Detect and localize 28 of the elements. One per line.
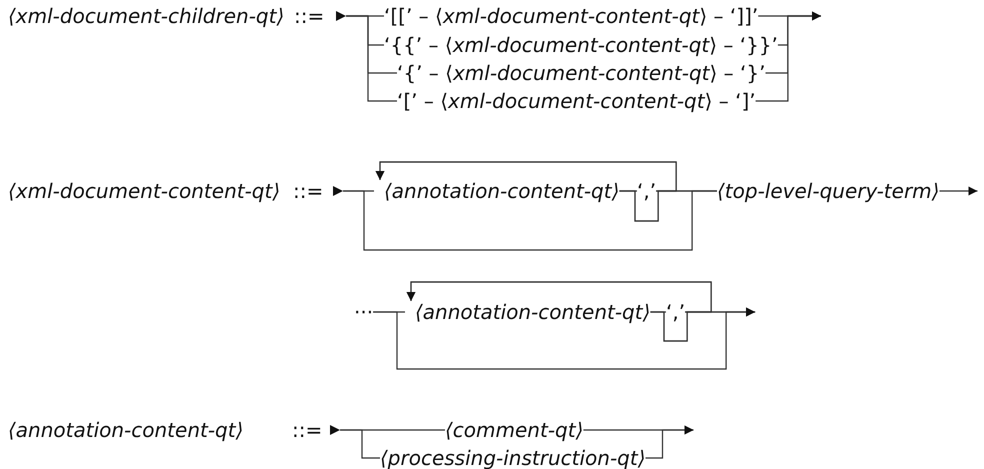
definition-symbol: ::= [293,180,324,202]
connector-line [346,15,397,102]
definition-symbol: ::= [294,5,324,27]
connector-line [940,186,978,196]
rule-name: ⟨xml-document-content-qt⟩ [8,180,280,202]
connector-line [376,161,677,222]
syntax-sequence: ‘[[’ – ⟨xml-document-content-qt⟩ – ‘]]’ [384,5,758,27]
connector-line [756,12,821,102]
nonterminal-symbol: ⟨processing-instruction-qt⟩ [380,447,646,469]
syntax-sequence: ‘[’ – ⟨xml-document-content-qt⟩ – ‘]’ [397,90,756,112]
nonterminal-symbol: ⟨top-level-query-term⟩ [717,180,940,202]
syntax-sequence: ‘{{’ – ⟨xml-document-content-qt⟩ – ‘}}’ [384,34,778,56]
nonterminal-symbol: ⟨comment-qt⟩ [445,419,584,441]
nonterminal-symbol: ⟨annotation-content-qt⟩ [374,180,620,202]
terminal-symbol: ‘,’ [666,301,686,323]
start-marker [333,186,343,196]
terminal-symbol: ‘,’ [637,180,656,202]
start-marker [336,11,346,21]
start-marker [330,425,340,435]
connector-line [646,426,694,459]
nonterminal-symbol: ⟨annotation-content-qt⟩ [405,301,650,323]
connector-line [406,281,712,342]
syntax-sequence: ‘{’ – ⟨xml-document-content-qt⟩ – ‘}’ [397,62,766,84]
rule-name: ⟨xml-document-children-qt⟩ [8,5,284,27]
rule-name: ⟨annotation-content-qt⟩ [8,419,244,441]
ellipsis: ··· [354,301,374,323]
definition-symbol: ::= [292,419,322,441]
connector-line [340,429,380,459]
